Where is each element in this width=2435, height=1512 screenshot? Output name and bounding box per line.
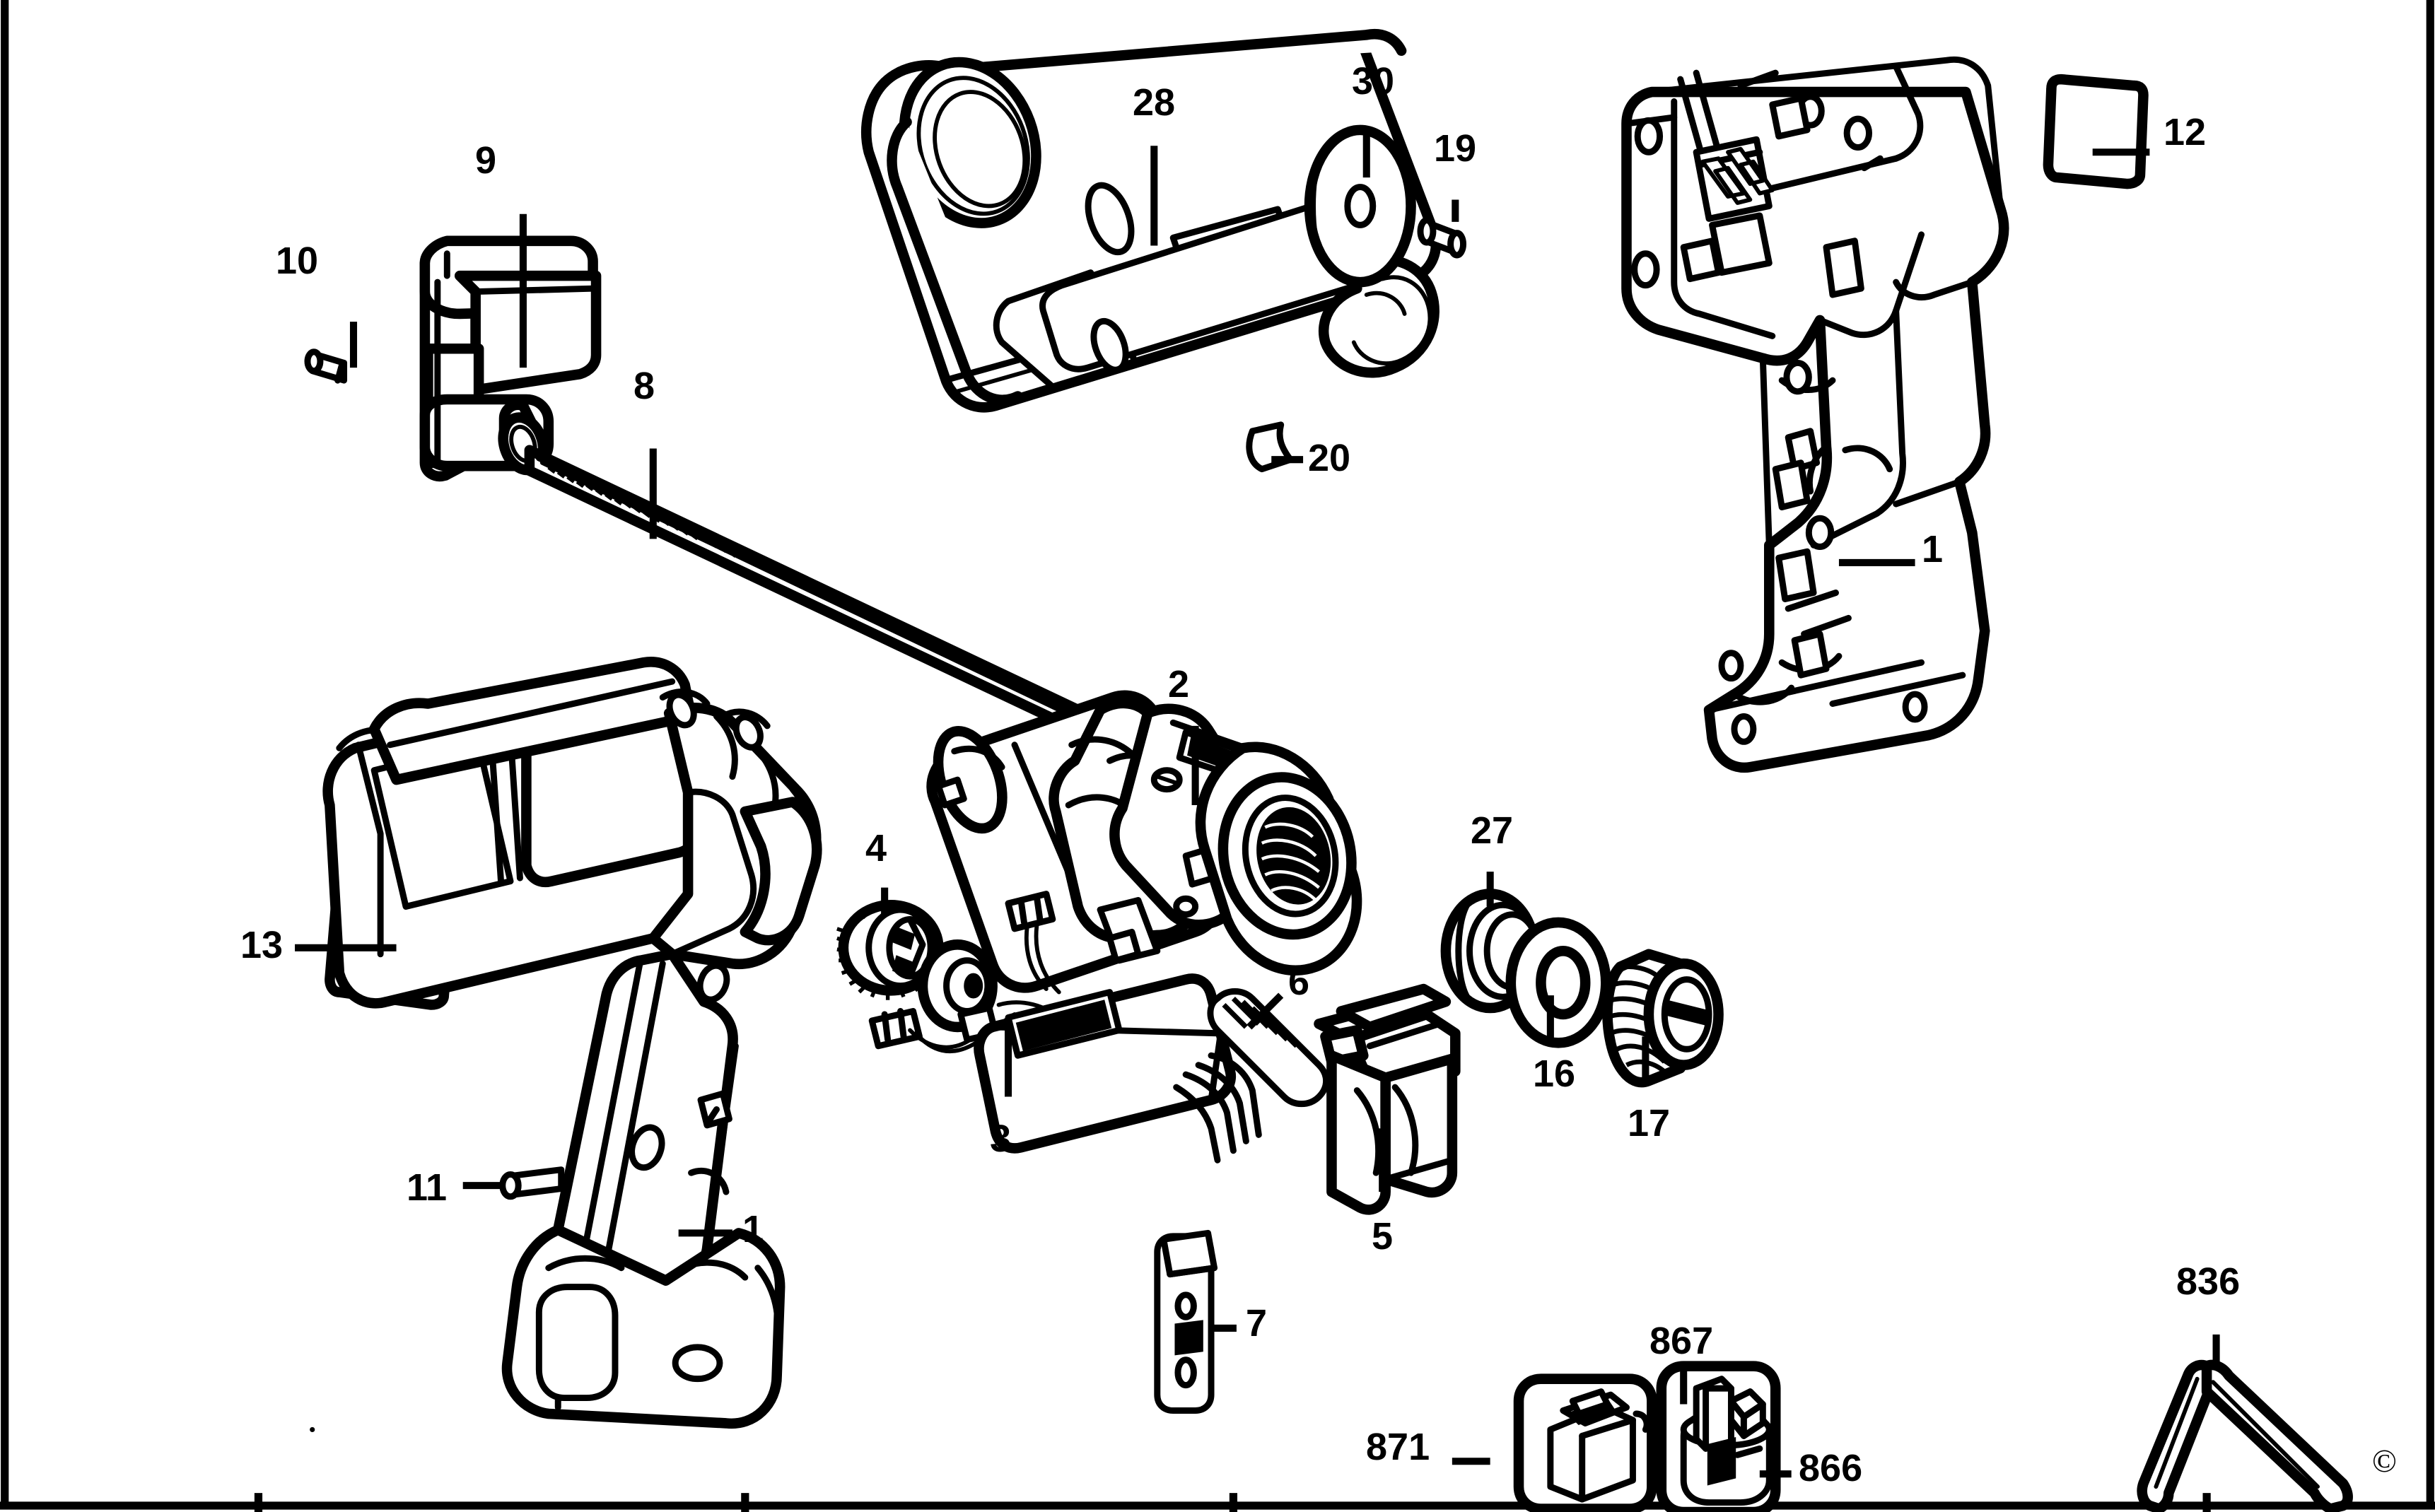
part-label-28: 28 <box>1133 81 1176 124</box>
part-866-battery-pack <box>1656 1361 1781 1512</box>
part-label-30: 30 <box>1352 60 1395 102</box>
part-16-flat-washer <box>1505 917 1611 1048</box>
part-label-867: 867 <box>1649 1320 1714 1362</box>
part-label-11: 11 <box>407 1166 448 1209</box>
part-11-housing-screw <box>499 1166 565 1200</box>
part-6-compression-spring <box>1207 988 1330 1108</box>
part-label-871: 871 <box>1366 1426 1430 1468</box>
part-label-1-left: 1 <box>742 1208 764 1250</box>
part-28-barrel-carriage <box>861 28 1442 413</box>
part-7-speed-switch-lever <box>1154 1229 1218 1414</box>
part-label-10: 10 <box>276 240 319 282</box>
part-label-17: 17 <box>1628 1102 1671 1144</box>
part-label-5: 5 <box>1372 1215 1394 1258</box>
part-30-plunger-disc <box>1304 124 1416 288</box>
part-3-electronic-module <box>868 891 1262 1164</box>
part-9-hanger-bracket <box>419 235 602 481</box>
part-label-27: 27 <box>1471 809 1514 852</box>
part-867-battery-terminal-cap <box>1727 1388 1766 1439</box>
part-label-16: 16 <box>1533 1053 1576 1095</box>
part-label-6: 6 <box>1288 961 1310 1003</box>
part-4-pinion-gear <box>836 899 944 1000</box>
part-836-hex-key-wrench <box>2137 1359 2353 1512</box>
part-label-4: 4 <box>865 827 887 869</box>
part-label-836: 836 <box>2176 1260 2241 1303</box>
leader-lines <box>295 127 2220 1478</box>
part-5-trigger-actuator <box>1314 983 1461 1215</box>
part-19-rivet-pin <box>1417 217 1467 259</box>
part-label-7: 7 <box>1246 1302 1268 1344</box>
part-label-19: 19 <box>1434 127 1477 170</box>
part-871-battery-charger <box>1513 1373 1657 1512</box>
part-label-3: 3 <box>990 1118 1012 1160</box>
part-2-motor-gearbox <box>926 690 1362 993</box>
part-label-2: 2 <box>1168 663 1190 705</box>
part-10-hanger-pin <box>304 348 348 384</box>
part-label-866: 866 <box>1799 1447 1863 1489</box>
part-17-threaded-bushing <box>1602 949 1724 1088</box>
part-1-housing-half-right <box>1621 56 2009 773</box>
part-1-housing-half-left <box>322 657 822 1429</box>
part-12-warning-label <box>2043 74 2149 189</box>
part-label-20: 20 <box>1308 437 1351 479</box>
part-label-12: 12 <box>2164 111 2207 153</box>
copyright-mark: © <box>2372 1443 2397 1479</box>
part-label-9: 9 <box>475 139 497 182</box>
part-label-8: 8 <box>633 365 655 407</box>
part-label-13: 13 <box>240 924 284 966</box>
part-label-1-right: 1 <box>1922 528 1944 570</box>
